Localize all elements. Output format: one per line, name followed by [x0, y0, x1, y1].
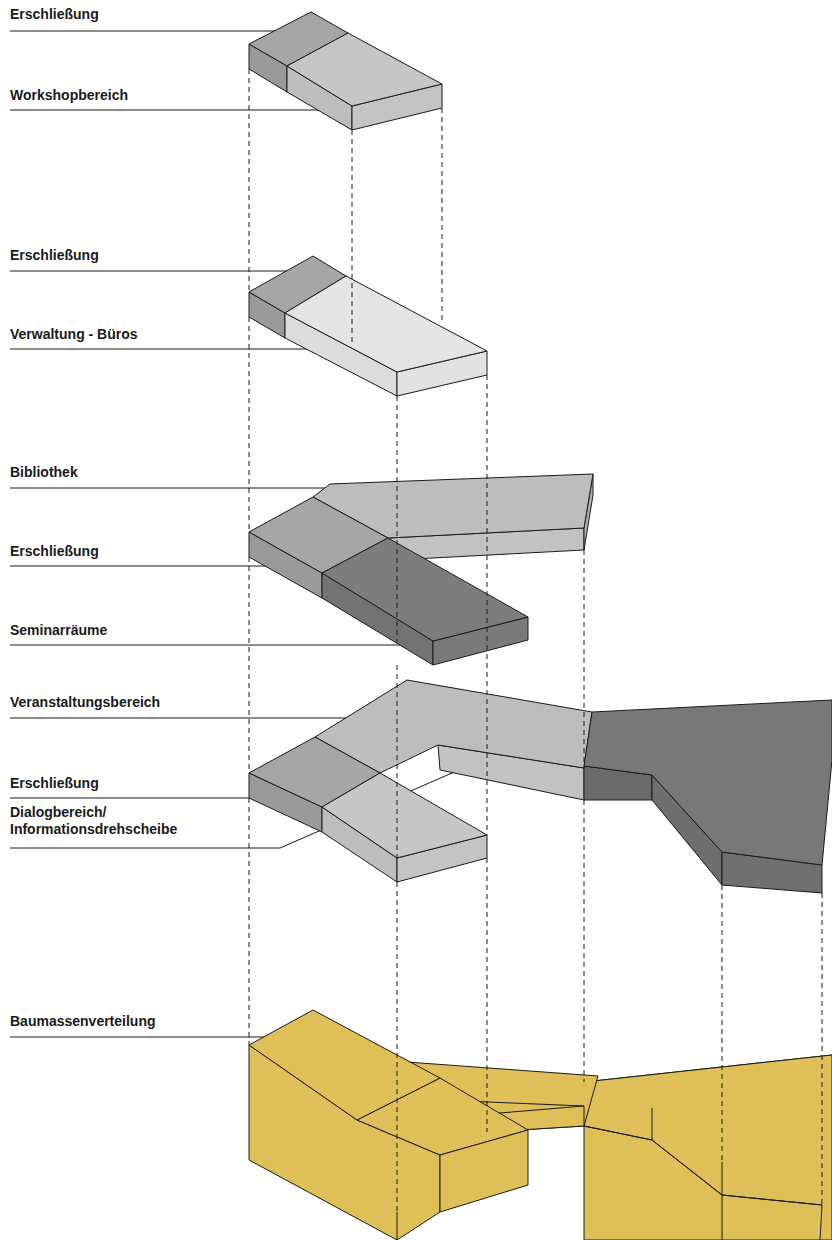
building-mass	[249, 1010, 832, 1240]
floor-library	[249, 474, 593, 665]
leader-label: Erschließung	[10, 6, 310, 23]
leader-label: Workshopbereich	[10, 87, 330, 104]
leader-label: Erschließung	[10, 247, 310, 264]
floor-ground	[249, 680, 832, 893]
leader-label: Erschließung	[10, 775, 260, 792]
leader-label: Seminarräume	[10, 622, 330, 639]
projection-lines	[249, 69, 822, 1212]
leader-label: Bibliothek	[10, 464, 330, 481]
floor-offices	[249, 256, 487, 396]
floor-workshop	[249, 12, 442, 130]
leader-label: Erschließung	[10, 543, 270, 560]
leader-lines	[10, 31, 612, 1037]
leader-label: Veranstaltungsbereich	[10, 694, 330, 711]
leader-label: Verwaltung - Büros	[10, 326, 330, 343]
leader-label: Dialogbereich/ Informationsdrehscheibe	[10, 804, 220, 838]
leader-label: Baumassenverteilung	[10, 1013, 260, 1030]
